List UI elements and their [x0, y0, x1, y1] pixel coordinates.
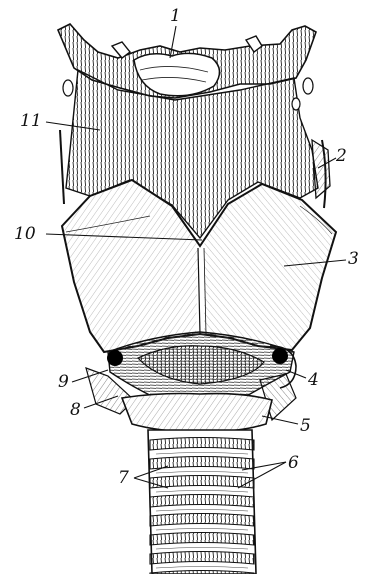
trachea	[148, 430, 256, 574]
label-3: 3	[348, 251, 359, 268]
label-2: 2	[336, 148, 347, 165]
cricoid-cartilage	[122, 394, 272, 433]
label-5: 5	[300, 418, 311, 435]
label-4: 4	[308, 372, 319, 389]
label-8: 8	[70, 402, 81, 419]
label-10: 10	[14, 226, 36, 243]
label-1: 1	[170, 8, 181, 25]
label-11: 11	[20, 113, 42, 130]
label-6: 6	[288, 455, 299, 472]
label-9: 9	[58, 374, 69, 391]
label-7: 7	[118, 470, 129, 487]
